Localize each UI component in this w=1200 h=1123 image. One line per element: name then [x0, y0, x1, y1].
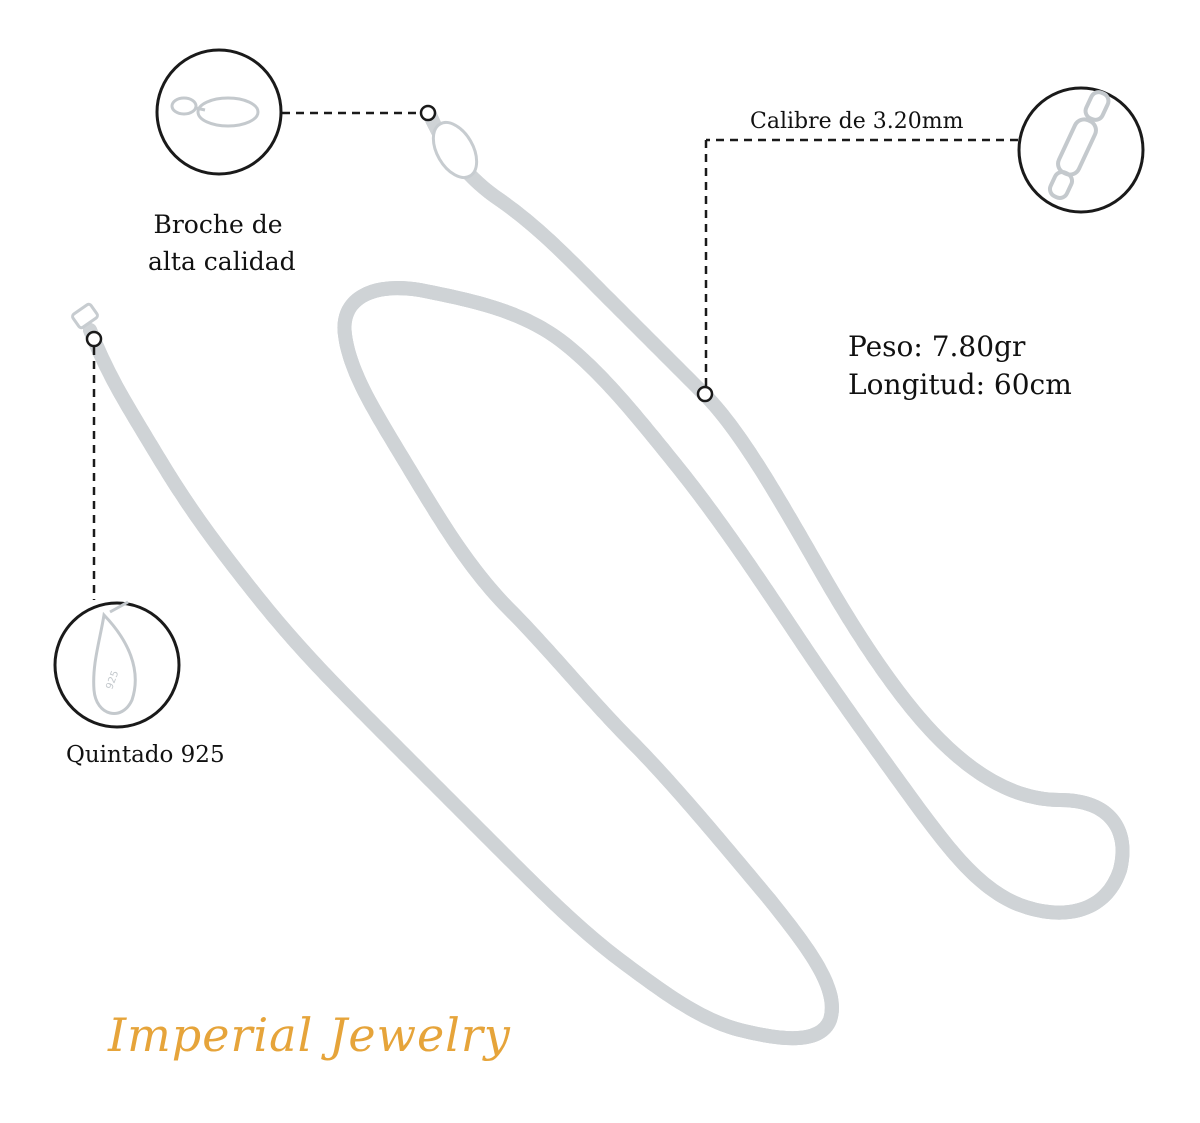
gauge-caption: Calibre de 3.20mm [750, 109, 964, 134]
chain-link-icon [1047, 90, 1111, 200]
clasp-callout [155, 48, 437, 176]
specs-block: Peso: 7.80gr Longitud: 60cm [848, 328, 1072, 404]
clasp-end [431, 121, 479, 179]
ring-end [71, 302, 99, 330]
clasp-caption: Broche de alta calidad [148, 206, 296, 280]
stamp-caption: Quintado 925 [66, 742, 225, 768]
clasp-caption-line2: alta calidad [148, 247, 296, 276]
silver-chain [83, 108, 1123, 1038]
clasp-caption-line1: Broche de [153, 210, 283, 239]
length-spec: Longitud: 60cm [848, 368, 1072, 401]
weight-spec: Peso: 7.80gr [848, 330, 1026, 363]
925-tag-icon: 925 [92, 600, 137, 715]
gauge-zoom-circle [1017, 86, 1145, 214]
stamp-callout: 925 [53, 330, 181, 729]
gauge-callout [696, 86, 1145, 403]
lobster-clasp-icon [170, 96, 260, 128]
brand-logo: Imperial Jewelry [108, 1008, 511, 1062]
